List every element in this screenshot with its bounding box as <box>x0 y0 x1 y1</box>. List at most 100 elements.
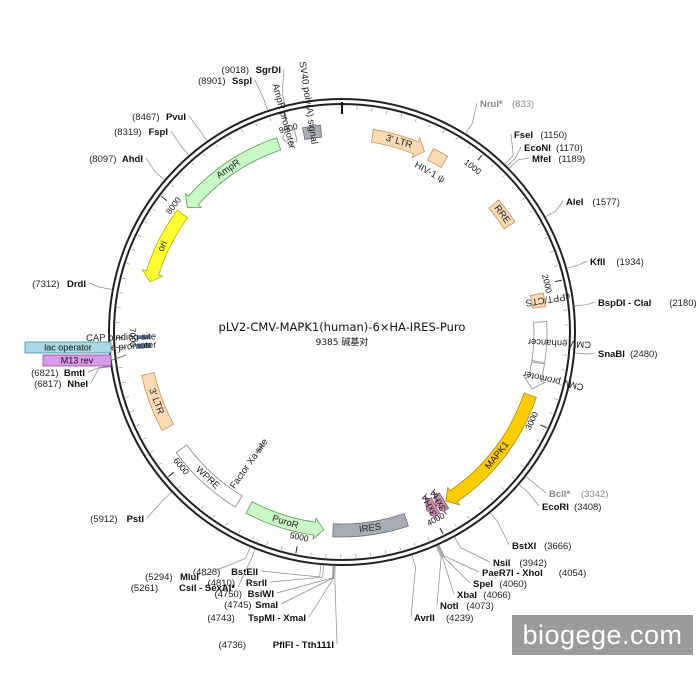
restriction-sites: NruI*(833) FseI(1150) EcoNI(1170)MfeI(1189… <box>31 65 697 651</box>
site-sgrdi[interactable]: SgrDI(9018) <box>222 65 281 76</box>
site-psti[interactable]: PstI(5912) <box>90 514 144 525</box>
site-nhei[interactable]: NheI(6817) <box>34 379 88 390</box>
site-rsrii[interactable]: RsrII(4810) <box>208 578 267 589</box>
site-ahdi[interactable]: AhdI(8097) <box>89 154 143 165</box>
feature-factor-xa-site <box>255 443 264 455</box>
minor-tick <box>467 145 471 149</box>
minor-tick <box>238 529 241 534</box>
site-fsei[interactable]: FseI(1150) <box>514 130 567 141</box>
site-noti[interactable]: NotI (4073) <box>440 601 494 612</box>
site-leader <box>574 301 596 307</box>
site-tspmi-xmai[interactable]: TspMI - XmaI(4743) <box>207 613 306 624</box>
feature-cmv-enhancer <box>531 321 548 364</box>
minor-tick <box>521 198 525 201</box>
lac-operator-label: lac operator <box>44 343 92 353</box>
site-sspi[interactable]: SspI(8901) <box>198 76 252 87</box>
site-leader <box>269 565 324 583</box>
minor-tick <box>455 137 458 141</box>
site-position: (5294) <box>145 572 172 583</box>
site-avrii[interactable]: AvrII(4239) <box>414 613 473 624</box>
site-mfei[interactable]: MfeI(1189) <box>532 154 585 165</box>
site-pvui[interactable]: PvuI(8467) <box>132 112 186 123</box>
site-name: FspI <box>148 127 168 138</box>
site-bcli[interactable]: BclI*(3342) <box>549 489 608 500</box>
minor-tick <box>150 450 154 453</box>
tick-label: 7000 <box>128 328 138 347</box>
site-snabi[interactable]: SnaBI(2480) <box>598 349 657 360</box>
site-position: (1170) <box>556 143 583 154</box>
site-position: (7312) <box>32 279 59 290</box>
tick-mark <box>439 527 444 535</box>
site-name: NotI <box>440 601 458 612</box>
site-position: (2180) <box>669 298 696 309</box>
site-bmti[interactable]: BmtI(6821) <box>31 368 85 379</box>
site-bspdi-clai[interactable]: BspDI - ClaI(2180) <box>598 298 697 309</box>
site-leader <box>435 546 442 606</box>
m13-rev-leader <box>110 354 127 361</box>
minor-tick <box>269 117 272 122</box>
site-position: (1577) <box>592 197 619 208</box>
minor-tick <box>427 537 430 541</box>
site-csii-sexai[interactable]: CsiI - SexAI*(5261) <box>131 583 236 594</box>
tick-mark <box>477 154 483 161</box>
site-leader <box>146 491 172 519</box>
tick-label: 2000 <box>540 273 554 294</box>
site-leader <box>506 146 522 167</box>
minor-tick <box>554 398 558 400</box>
site-position: (9018) <box>222 65 249 76</box>
site-xbai[interactable]: XbaI(4066) <box>457 590 511 601</box>
site-kfli[interactable]: KflI(1934) <box>590 257 644 268</box>
site-alei[interactable]: AleI(1577) <box>566 197 620 208</box>
site-bstxi[interactable]: BstXI(3666) <box>512 541 571 552</box>
feature-3xha-b <box>424 495 441 520</box>
site-position: (3666) <box>544 541 571 552</box>
tick-mark <box>295 546 298 554</box>
site-econi[interactable]: EcoNI(1170) <box>524 143 583 154</box>
site-leader <box>254 79 268 111</box>
site-mlui[interactable]: MluI(5294) <box>145 572 199 583</box>
minor-tick <box>228 136 231 140</box>
site-leader <box>410 555 416 618</box>
minor-tick <box>558 383 562 386</box>
site-name: BmtI <box>64 368 85 379</box>
site-leader <box>436 545 455 595</box>
minor-tick <box>136 424 140 426</box>
site-bsiwi[interactable]: BsiWI(4750) <box>215 589 274 600</box>
site-drdi[interactable]: DrdI(7312) <box>32 279 86 290</box>
feature-cap-binding-site <box>136 335 151 340</box>
minor-tick <box>466 515 470 519</box>
feature-label-ori: ori <box>156 239 170 253</box>
site-leader <box>280 565 335 605</box>
site-position: (4073) <box>466 601 493 612</box>
site-nrui[interactable]: NruI*(833) <box>480 99 534 110</box>
site-smai[interactable]: SmaI(4745) <box>224 600 278 611</box>
minor-tick <box>200 505 204 509</box>
site-bsteii[interactable]: BstEII(4828) <box>193 567 258 578</box>
feature-rre <box>488 199 516 230</box>
site-position: (4054) <box>559 568 586 579</box>
minor-tick <box>561 369 565 371</box>
minor-tick <box>528 452 533 455</box>
site-leader <box>276 565 334 594</box>
site-position: (1934) <box>616 257 643 268</box>
site-paer7i-xhoi[interactable]: PaeR7I - XhoI(4054) <box>482 568 586 579</box>
site-ecori[interactable]: EcoRI(3408) <box>542 502 601 513</box>
minor-tick <box>413 542 416 546</box>
site-position: (3408) <box>574 502 601 513</box>
minor-tick <box>414 118 417 122</box>
site-leader <box>145 157 165 181</box>
minor-tick <box>491 164 494 168</box>
site-nsii[interactable]: NsiI(3942) <box>493 558 547 569</box>
site-pflfi-tth111i[interactable]: PflFI - Tth111I(4736) <box>219 640 334 651</box>
site-leader <box>88 282 112 290</box>
site-spei[interactable]: SpeI(4060) <box>473 579 527 590</box>
minor-tick <box>144 221 148 224</box>
minor-tick <box>537 223 541 226</box>
site-position: (4736) <box>219 640 246 651</box>
minor-tick <box>520 464 524 467</box>
site-name: XbaI <box>457 590 477 601</box>
minor-tick <box>442 130 445 134</box>
feature-ires <box>332 513 409 538</box>
site-fspi[interactable]: FspI(8319) <box>114 127 168 138</box>
minor-tick <box>266 541 269 546</box>
